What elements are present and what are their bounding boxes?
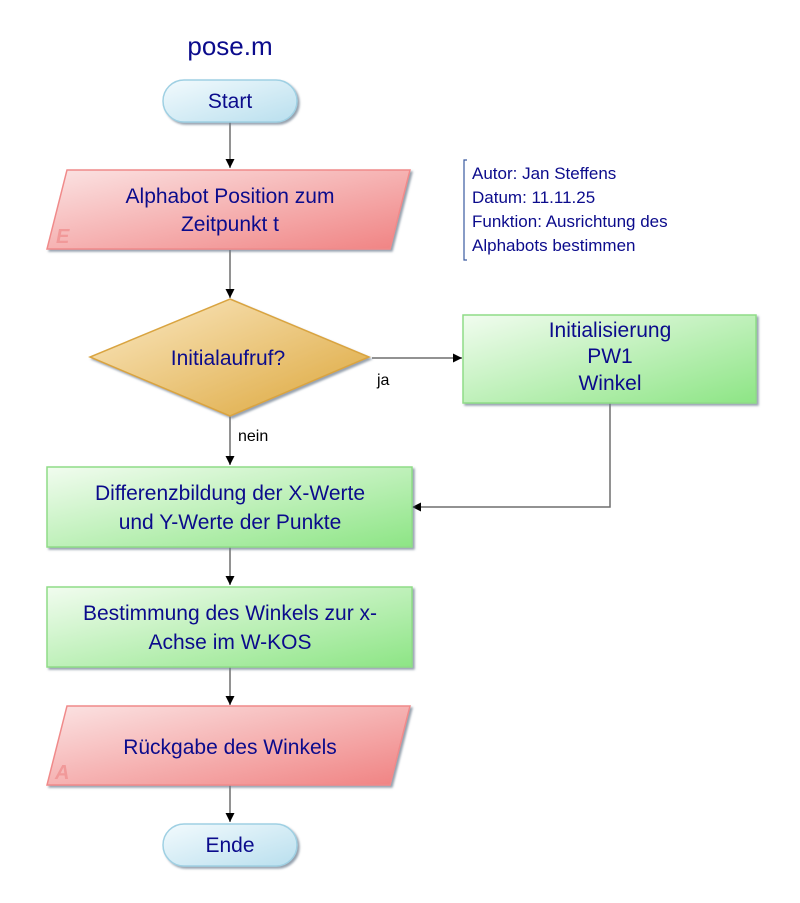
input-label-line-2: Zeitpunkt t xyxy=(181,213,279,236)
decision-node: Initialaufruf? xyxy=(88,298,371,417)
decision-shape xyxy=(88,298,371,417)
end-label: Ende xyxy=(205,834,254,857)
init-node: Initialisierung PW1 Winkel xyxy=(462,314,757,404)
init-label-line-2: PW1 xyxy=(587,345,633,368)
output-label: Rückgabe des Winkels xyxy=(123,736,337,759)
end-shape xyxy=(162,823,298,867)
start-shape xyxy=(162,79,298,123)
init-label-line-3: Winkel xyxy=(578,372,641,395)
edge-label-nein: nein xyxy=(238,428,268,445)
note-bracket xyxy=(463,159,467,261)
angle-node: Bestimmung des Winkels zur x- Achse im W… xyxy=(46,586,413,668)
note-line-function: Funktion: Ausrichtung des xyxy=(472,212,668,231)
end-node: Ende xyxy=(162,823,298,867)
edges xyxy=(225,122,611,822)
input-node: E Alphabot Position zum Zeitpunkt t xyxy=(46,169,411,250)
output-node: A Rückgabe des Winkels xyxy=(46,705,411,786)
input-shape xyxy=(46,169,411,250)
edge-init-diff xyxy=(412,403,611,512)
start-node: Start xyxy=(162,79,298,123)
input-label-line-1: Alphabot Position zum xyxy=(126,185,335,208)
angle-label-line-1: Bestimmung des Winkels zur x- xyxy=(83,602,377,625)
note-line-date: Datum: 11.11.25 xyxy=(472,188,595,207)
angle-label-line-2: Achse im W-KOS xyxy=(149,631,312,654)
decision-label: Initialaufruf? xyxy=(171,347,285,370)
author-note: Autor: Jan Steffens Datum: 11.11.25 Funk… xyxy=(463,159,668,261)
diff-label-line-1: Differenzbildung der X-Werte xyxy=(95,482,365,505)
diff-node: Differenzbildung der X-Werte und Y-Werte… xyxy=(46,466,413,548)
output-marker: A xyxy=(54,762,69,784)
diff-label-line-2: und Y-Werte der Punkte xyxy=(119,511,342,534)
note-line-author: Autor: Jan Steffens xyxy=(472,164,616,183)
edge-label-ja: ja xyxy=(376,372,390,389)
diff-shape xyxy=(46,466,413,548)
init-shape xyxy=(462,314,757,404)
note-line-function-cont: Alphabots bestimmen xyxy=(472,236,635,255)
init-label-line-1: Initialisierung xyxy=(549,319,672,342)
input-marker: E xyxy=(56,226,70,248)
diagram-title: pose.m xyxy=(187,31,272,61)
output-shape xyxy=(46,705,411,786)
angle-shape xyxy=(46,586,413,668)
start-label: Start xyxy=(208,90,253,113)
